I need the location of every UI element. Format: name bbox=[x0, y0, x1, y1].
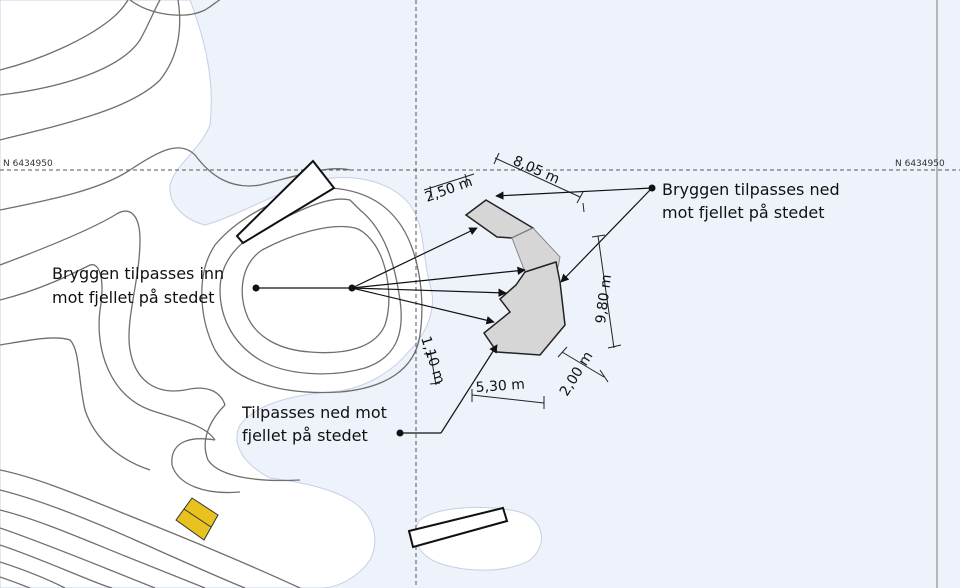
callout-right-line2: mot fjellet på stedet bbox=[662, 203, 825, 222]
callout-left-line1: Bryggen tilpasses inn bbox=[52, 264, 224, 283]
dimension-9-80: 9,80 m bbox=[593, 274, 615, 325]
leader-lines bbox=[256, 187, 653, 434]
callout-dot-right bbox=[648, 184, 656, 192]
existing-pier-north bbox=[235, 159, 336, 245]
mainland bbox=[0, 0, 433, 588]
callout-bottom-line2: fjellet på stedet bbox=[242, 426, 368, 445]
callout-dot-left bbox=[252, 284, 260, 292]
dimension-5-30: 5,30 m bbox=[475, 377, 525, 396]
planned-pier bbox=[464, 199, 566, 356]
callout-dot-bottom bbox=[396, 429, 404, 437]
existing-pier-south bbox=[407, 506, 509, 549]
pier-section-middle bbox=[511, 227, 561, 273]
grid-label-right: N 6434950 bbox=[895, 159, 945, 169]
contour-lines bbox=[0, 0, 423, 588]
callout-right-line1: Bryggen tilpasses ned bbox=[662, 180, 840, 199]
callout-branch-dot bbox=[348, 284, 356, 292]
yellow-building bbox=[175, 497, 219, 541]
grid-label-left: N 6434950 bbox=[3, 159, 53, 169]
callout-bottom-line1: Tilpasses ned mot bbox=[241, 403, 387, 422]
callout-left-line2: mot fjellet på stedet bbox=[52, 288, 215, 307]
dimension-lines bbox=[423, 152, 622, 409]
